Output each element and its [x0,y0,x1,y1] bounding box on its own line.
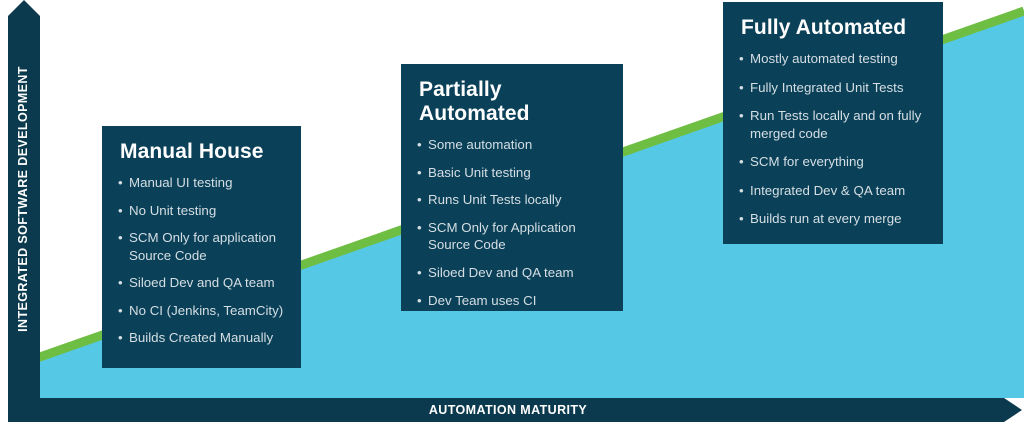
list-item: No CI (Jenkins, TeamCity) [118,302,285,320]
list-item: Fully Integrated Unit Tests [739,79,927,97]
list-item: Builds Created Manually [118,329,285,347]
list-item: Some automation [417,136,607,154]
x-axis-arrow: AUTOMATION MATURITY [8,398,1022,422]
stage-card-partially-automated: Partially Automated Some automation Basi… [401,64,623,311]
list-item: Basic Unit testing [417,164,607,182]
y-axis-arrow: INTEGRATED SOFTWARE DEVELOPMENT [8,0,40,420]
stage-title: Manual House [120,140,264,163]
list-item: Builds run at every merge [739,210,927,228]
stage-bullet-list: Some automation Basic Unit testing Runs … [417,136,607,309]
y-axis-label: INTEGRATED SOFTWARE DEVELOPMENT [16,66,30,332]
list-item: Run Tests locally and on fully merged co… [739,107,927,142]
stage-title: Fully Automated [741,16,907,39]
list-item: Runs Unit Tests locally [417,191,607,209]
list-item: No Unit testing [118,202,285,220]
list-item: Siloed Dev and QA team [118,274,285,292]
stage-card-manual-house: Manual House Manual UI testing No Unit t… [102,126,301,368]
y-axis-arrow-shape [8,0,40,420]
list-item: Manual UI testing [118,174,285,192]
x-axis-label: AUTOMATION MATURITY [428,403,588,417]
list-item: SCM Only for application Source Code [118,229,285,264]
list-item: Integrated Dev & QA team [739,182,927,200]
list-item: Siloed Dev and QA team [417,264,607,282]
list-item: Dev Team uses CI [417,292,607,310]
list-item: SCM Only for Application Source Code [417,219,607,254]
stage-bullet-list: Manual UI testing No Unit testing SCM On… [118,174,285,347]
list-item: SCM for everything [739,153,927,171]
stage-card-fully-automated: Fully Automated Mostly automated testing… [723,2,943,244]
stage-bullet-list: Mostly automated testing Fully Integrate… [739,50,927,228]
x-axis-arrow-shape [8,398,1022,422]
list-item: Mostly automated testing [739,50,927,68]
stage-title: Partially Automated [419,78,530,126]
